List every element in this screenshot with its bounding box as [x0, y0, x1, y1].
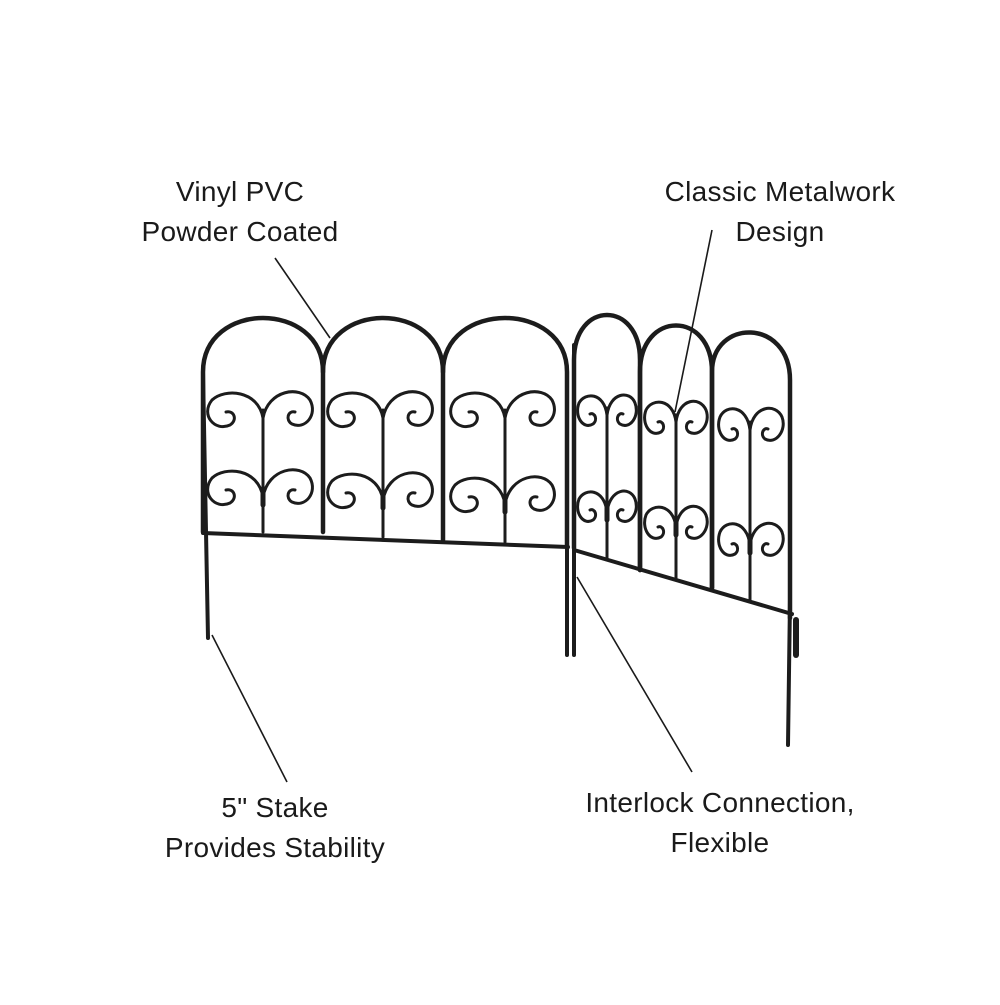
- leader-lines: [211, 229, 713, 783]
- callout-interlock: Interlock Connection, Flexible: [560, 783, 880, 863]
- callout-stake: 5" Stake Provides Stability: [135, 788, 415, 868]
- callout-vinyl-line-2: Powder Coated: [141, 216, 339, 247]
- callout-stake-line-1: 5" Stake: [221, 792, 329, 823]
- callout-stake-line-2: Provides Stability: [164, 832, 386, 863]
- right-bottom-rail: [572, 548, 794, 616]
- right-scrolls-row-1: [576, 393, 785, 442]
- left-stake: [201, 370, 210, 640]
- callout-metalwork-line-2: Design: [735, 216, 825, 247]
- right-arch-3: [709, 330, 793, 621]
- right-scrolls-row-2: [576, 489, 785, 557]
- left-arch-3: [440, 315, 570, 548]
- leader-vinyl: [274, 257, 331, 339]
- leader-stake: [211, 634, 288, 783]
- right-panel: [571, 312, 799, 747]
- callout-vinyl-pvc: Vinyl PVC Powder Coated: [120, 172, 360, 252]
- right-arch-1: [571, 312, 643, 573]
- fence-body: [200, 312, 799, 747]
- callout-metalwork-design: Classic Metalwork Design: [640, 172, 920, 252]
- left-bottom-rail: [201, 531, 570, 549]
- left-scrolls-row-2: [206, 468, 556, 514]
- right-stake: [786, 598, 792, 747]
- left-panel: [200, 315, 576, 657]
- leader-metalwork: [674, 229, 713, 413]
- right-arch-2: [637, 323, 715, 591]
- callout-interlock-line-1: Interlock Connection,: [585, 787, 855, 818]
- callout-vinyl-line-1: Vinyl PVC: [175, 176, 305, 207]
- left-arch-2: [320, 315, 446, 535]
- left-arch-1: [200, 315, 326, 535]
- callout-metalwork-line-1: Classic Metalwork: [664, 176, 896, 207]
- callout-interlock-line-2: Flexible: [670, 827, 770, 858]
- left-scrolls-row-1: [206, 390, 556, 429]
- leader-interlock: [576, 576, 693, 773]
